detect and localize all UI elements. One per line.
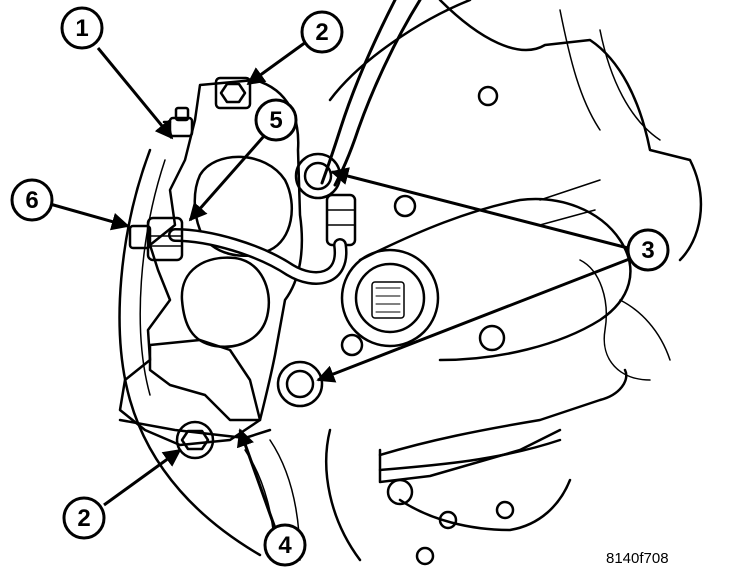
callout-2-upper-label: 2: [315, 19, 328, 46]
callout-2-lower: 2: [62, 496, 106, 540]
arrow-3-upper: [330, 167, 629, 250]
callout-5-label: 5: [269, 107, 282, 134]
arrow-2-upper: [246, 40, 307, 86]
arrow-4: [236, 428, 277, 529]
right-ridges: [539, 9, 661, 226]
leader-arrows: [49, 40, 633, 529]
arrow-6: [49, 202, 130, 231]
hub-bolt-right: [478, 324, 506, 352]
banjo-fitting: [128, 216, 184, 262]
callouts: 1 2 5 6 3 2 4: [10, 6, 670, 567]
callout-4: 4: [263, 523, 307, 567]
caliper-upper-pocket: [193, 155, 293, 257]
tie-rod-end: [378, 428, 562, 484]
lower-structure: [325, 428, 572, 562]
hose-fitting: [325, 193, 357, 247]
knuckle-lower-arm: [378, 368, 628, 472]
lower-guide-pin-bolt: [175, 420, 215, 460]
callout-3-label: 3: [641, 237, 654, 264]
brake-hose-upper: [333, 0, 422, 187]
callout-6-label: 6: [25, 187, 38, 214]
callout-6: 6: [10, 178, 54, 222]
lower-mounting-bolt: [276, 360, 324, 408]
knuckle-bolt-top-right: [477, 85, 499, 107]
arrow-1: [96, 47, 174, 140]
callout-5: 5: [254, 98, 298, 142]
caliper-piston-bore: [180, 256, 271, 348]
upper-guide-pin-bolt: [214, 76, 252, 110]
steering-knuckle-outline: [328, 0, 703, 262]
callout-2-upper: 2: [300, 10, 344, 54]
knuckle-and-rotor-artwork: [118, 0, 703, 566]
upper-mounting-bolt: [294, 152, 342, 200]
caliper-lower-lug: [148, 338, 262, 422]
rotor-shield-inner-edge: [139, 159, 166, 396]
figure-code: 8140f708: [606, 550, 669, 567]
callout-4-label: 4: [278, 532, 292, 559]
hub-bolt-upper-left: [340, 333, 364, 357]
arrow-2-lower: [103, 448, 182, 507]
knuckle-arm: [358, 197, 632, 362]
arrow-5: [188, 135, 266, 222]
caliper-bottom-edge: [118, 418, 272, 440]
callout-1: 1: [60, 6, 104, 50]
callout-2-lower-label: 2: [77, 505, 90, 532]
callout-3: 3: [626, 228, 670, 272]
hub-assembly: [340, 248, 440, 348]
callout-1-label: 1: [75, 15, 88, 42]
rotor-shield-outline: [118, 148, 262, 557]
arrow-3-lower: [316, 256, 633, 383]
hub-bolt-top: [393, 194, 417, 218]
